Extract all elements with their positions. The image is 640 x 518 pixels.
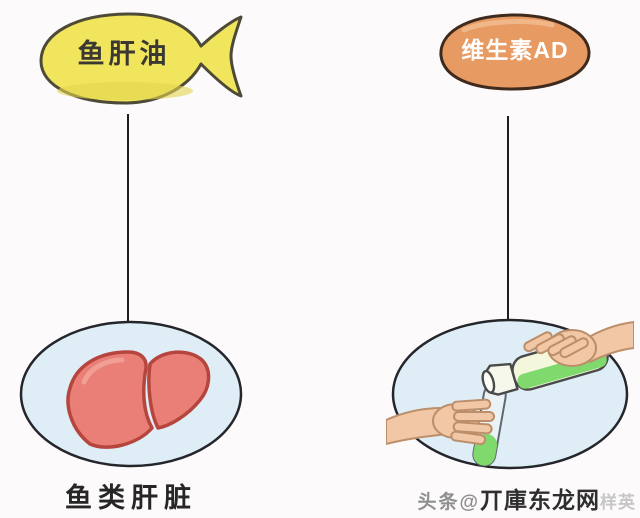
fish-liver-caption: 鱼类肝脏 <box>65 483 197 513</box>
capsule-shape-icon <box>439 13 591 91</box>
fish-oil-label: 鱼肝油 <box>77 39 171 69</box>
vitamin-ad-label: 维生素AD <box>461 37 569 63</box>
left-finger <box>451 398 492 412</box>
left-connector-line <box>127 114 129 321</box>
watermark-name: 丌庫东龙网 <box>480 487 600 513</box>
left-finger <box>452 421 493 435</box>
right-finger <box>559 337 589 359</box>
left-hand <box>386 398 495 446</box>
capsule-body <box>439 13 591 91</box>
liver-panel <box>19 320 243 468</box>
capsule-shine <box>461 19 555 33</box>
liver-right-lobe <box>147 350 211 430</box>
pouring-test-tube-icon <box>386 321 634 467</box>
fish-body <box>39 12 243 105</box>
right-forearm <box>583 321 634 363</box>
bottle-mouth <box>481 369 496 394</box>
fish-belly-shade <box>57 82 193 100</box>
watermark-prefix: 头条@ <box>417 492 480 513</box>
fish-shape-icon <box>39 12 243 105</box>
liver-icon <box>66 350 211 449</box>
left-finger <box>450 430 487 446</box>
right-connector-line <box>507 116 509 320</box>
right-hand <box>523 321 634 367</box>
left-finger <box>453 411 495 422</box>
watermark-suffix: 样英 <box>600 493 636 512</box>
liver-highlight <box>81 357 125 385</box>
watermark: 头条@丌庫东龙网样英 <box>384 481 636 515</box>
pouring-panel <box>386 318 634 470</box>
